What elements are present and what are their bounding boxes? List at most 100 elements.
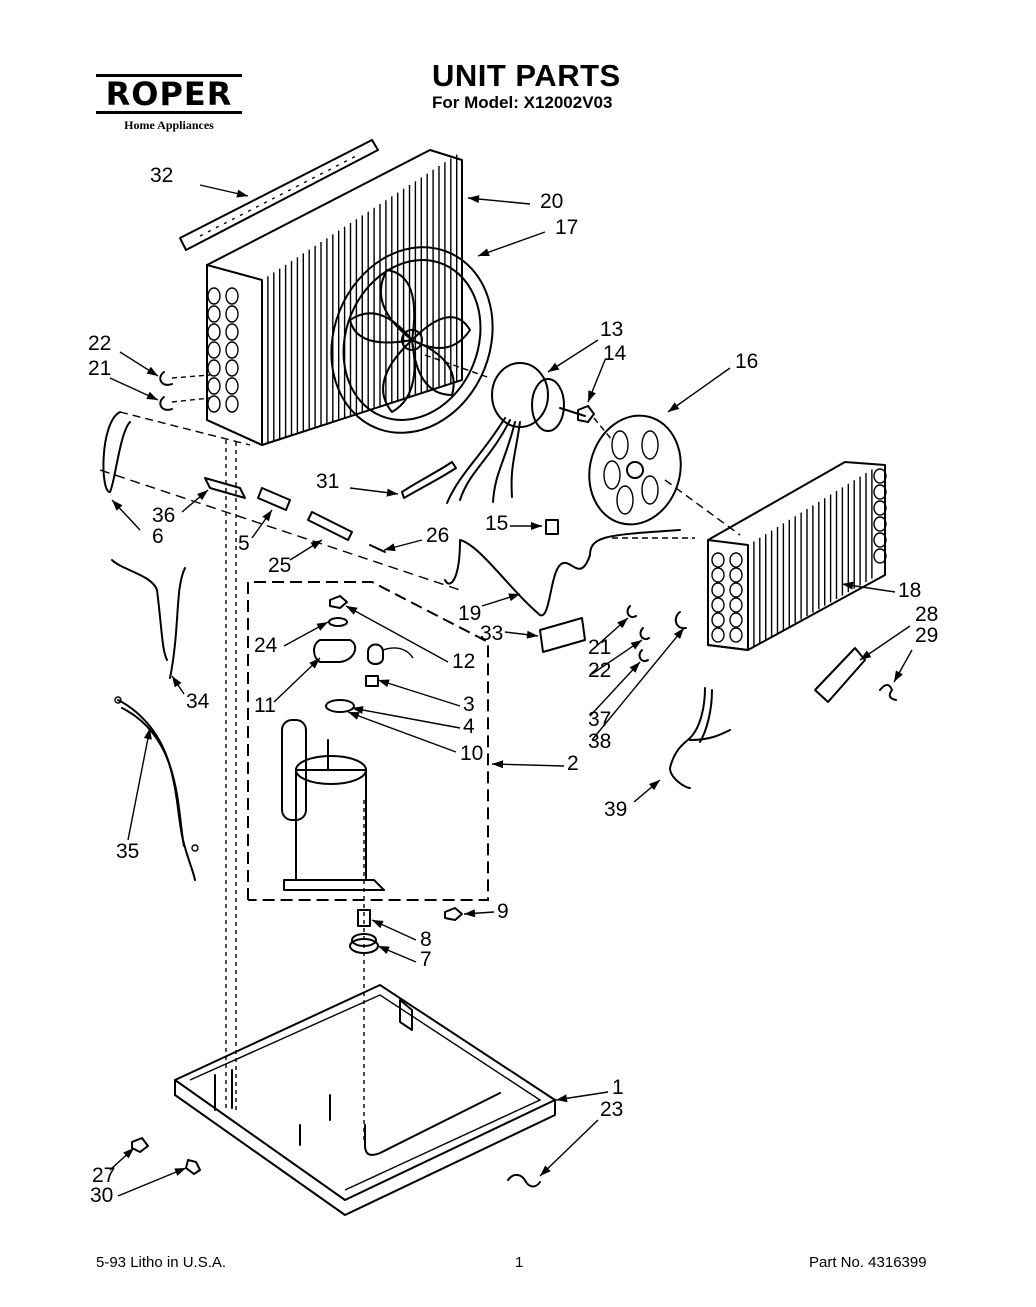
leader-arrowhead-c8 (372, 920, 384, 929)
callout-c18: 18 (898, 579, 921, 602)
callout-c3: 3 (463, 693, 475, 716)
evaporator-tube-bend (873, 516, 887, 532)
callout-c33: 33 (480, 622, 503, 645)
leader-line-c23 (539, 1119, 599, 1177)
leader-arrowhead-c23 (540, 1165, 551, 1176)
leader-arrowhead-c12 (346, 606, 358, 615)
callout-c31: 31 (316, 470, 339, 493)
part-3-overload (365, 643, 414, 687)
callout-c6: 6 (152, 525, 164, 548)
leader-arrowhead-c15 (531, 522, 542, 530)
leader-arrowhead-c13 (548, 362, 560, 372)
leader-arrowhead-c33 (526, 630, 538, 639)
callout-c39: 39 (604, 798, 627, 821)
page-number: 1 (515, 1254, 524, 1271)
part-19-tubing (444, 529, 695, 617)
part-33-pad (539, 617, 586, 653)
leader-arrowhead-c17 (478, 248, 490, 257)
part-27-screw (131, 1137, 149, 1153)
callout-c8: 8 (420, 928, 432, 951)
part-16-blower-wheel (588, 414, 741, 536)
part-6-loop (102, 411, 251, 493)
evaporator-tube-bend (873, 532, 887, 548)
page-title: UNIT PARTS (432, 58, 621, 93)
leader-arrowhead-c5 (262, 510, 272, 522)
condenser-tube-bend (225, 341, 239, 359)
part-25-drier (307, 511, 353, 541)
callout-c21a: 21 (88, 357, 111, 380)
roper-logo: ROPER Home Appliances (96, 74, 242, 133)
part-14-nut (577, 405, 595, 423)
evaporator-tube-bend (711, 552, 725, 568)
part-13-fan-motor (424, 354, 586, 504)
part-29-clip (879, 684, 897, 701)
callout-c9: 9 (497, 900, 509, 923)
evaporator-tube-bend (711, 567, 725, 583)
leader-arrowhead-c39 (649, 780, 660, 791)
leader-line-c12 (345, 605, 449, 663)
callout-c14: 14 (603, 342, 627, 365)
evaporator-tube-bend (873, 468, 887, 484)
part-39-tube (669, 687, 731, 789)
callout-c27: 27 (92, 1164, 115, 1187)
evaporator-tube-bend (711, 597, 725, 613)
part-36-bracket (204, 477, 246, 499)
evaporator-tube-bend (873, 548, 887, 564)
part-35-harness (114, 696, 199, 881)
callout-c29: 29 (915, 624, 938, 647)
callout-c32: 32 (150, 164, 173, 187)
part-21-22-clips-left (159, 371, 211, 411)
leader-arrowhead-c29 (894, 670, 903, 682)
leader-arrowhead-c19 (508, 593, 520, 602)
part-1-base-pan (174, 984, 556, 1216)
brand-logo-word: ROPER (96, 74, 242, 114)
condenser-tube-bend (225, 359, 239, 377)
callout-c36: 36 (152, 504, 175, 527)
part-28-cover-plate (814, 647, 866, 703)
condenser-tube-bend (207, 305, 221, 323)
part-4-clip (325, 699, 355, 713)
leader-line-c37 (589, 661, 641, 717)
leader-arrowhead-c26 (384, 543, 396, 552)
part-9-nut (444, 907, 463, 921)
leader-arrowhead-c31 (386, 488, 398, 497)
callout-c22b: 22 (588, 659, 611, 682)
evaporator-tube-bend (873, 500, 887, 516)
evaporator-tube-bend (729, 627, 743, 643)
leader-arrowhead-c28 (860, 650, 872, 660)
brand-tagline: Home Appliances (124, 118, 214, 132)
leader-arrowhead-c4 (352, 706, 364, 714)
leader-arrowhead-c21a (146, 391, 158, 400)
part-23-clip (507, 1174, 541, 1188)
leader-arrowhead-c27 (123, 1148, 134, 1159)
part-32-top-rail (179, 139, 379, 251)
part-31-tie (401, 461, 457, 499)
leader-arrowhead-c36 (197, 490, 208, 501)
part-15-connector (545, 519, 559, 535)
evaporator-tube-bend (729, 567, 743, 583)
leader-arrowhead-c7 (378, 946, 390, 954)
leader-arrowhead-c30 (174, 1168, 186, 1176)
condenser-tube-bend (225, 377, 239, 395)
callout-c15: 15 (485, 512, 508, 535)
leader-arrowhead-c18 (842, 581, 854, 590)
callout-c34: 34 (186, 690, 210, 713)
leader-line-c17 (477, 231, 546, 257)
leader-arrowhead-c22a (146, 366, 158, 376)
evaporator-tube-bend (711, 582, 725, 598)
callout-c13: 13 (600, 318, 623, 341)
callout-c10: 10 (460, 742, 483, 765)
leader-line-c38 (591, 627, 685, 741)
leader-arrowhead-c20 (468, 195, 480, 204)
evaporator-tube-bend (873, 484, 887, 500)
callout-c7: 7 (420, 948, 432, 971)
condenser-tube-bend (225, 305, 239, 323)
callout-labels: 1234567891011121314151617181920212122222… (88, 164, 938, 1207)
callout-c2: 2 (567, 752, 579, 775)
leader-arrowhead-c11 (309, 658, 320, 669)
part-8-sleeve (357, 909, 371, 927)
callout-c35: 35 (116, 840, 139, 863)
leader-arrowhead-c2 (492, 760, 504, 769)
part-30-screw (185, 1159, 201, 1175)
callout-c16: 16 (735, 350, 758, 373)
